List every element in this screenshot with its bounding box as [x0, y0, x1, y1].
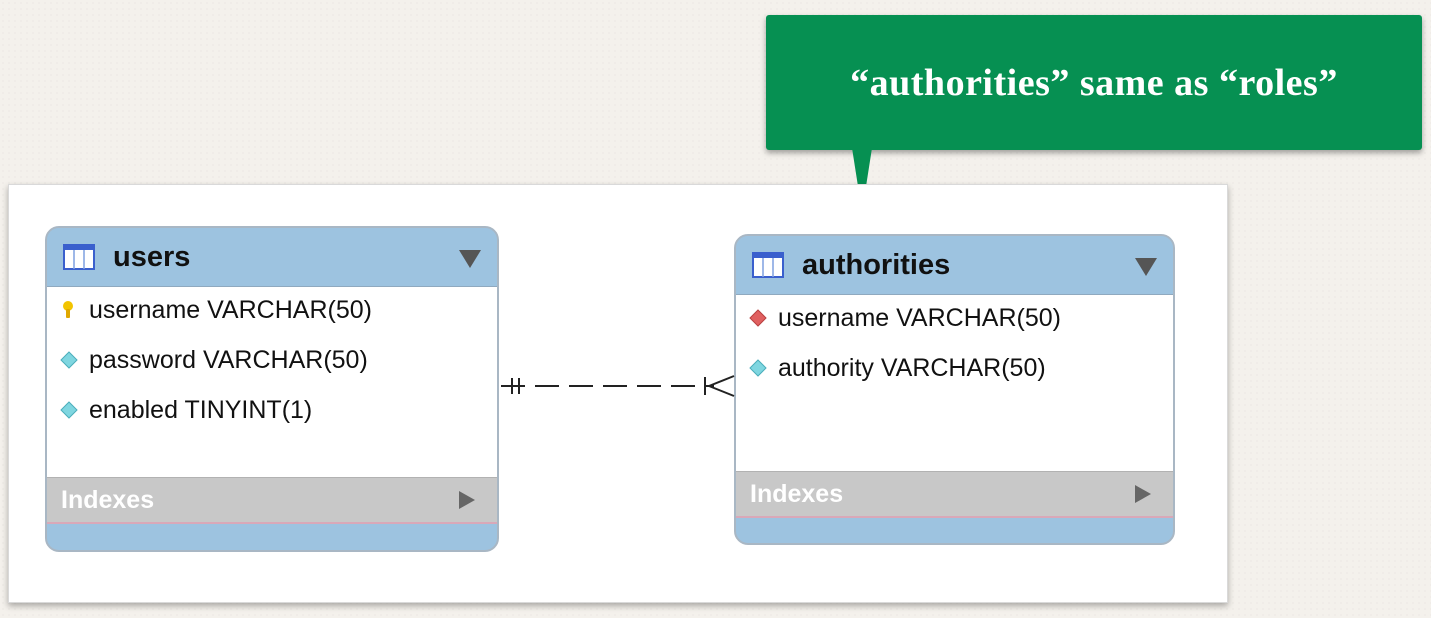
collapse-triangle-icon[interactable] [459, 250, 481, 268]
table-users[interactable]: users username VARCHAR(50) password VARC… [45, 226, 499, 552]
callout-text: “authorities” same as “roles” [850, 61, 1338, 104]
table-header[interactable]: authorities [736, 236, 1173, 294]
indexes-section[interactable]: Indexes [47, 477, 497, 524]
foreign-key-icon [749, 309, 767, 327]
table-icon [752, 252, 784, 278]
table-icon [63, 244, 95, 270]
indexes-label: Indexes [750, 479, 844, 508]
column-row[interactable]: enabled TINYINT(1) [47, 385, 497, 435]
collapse-triangle-icon[interactable] [1135, 258, 1157, 276]
table-title: authorities [802, 248, 951, 281]
table-authorities[interactable]: authorities username VARCHAR(50) authori… [734, 234, 1175, 545]
crows-foot-mark [708, 375, 735, 387]
expand-triangle-icon[interactable] [459, 491, 475, 509]
table-columns: username VARCHAR(50) password VARCHAR(50… [47, 286, 497, 477]
er-diagram-canvas: users username VARCHAR(50) password VARC… [8, 184, 1228, 603]
column-diamond-icon [60, 351, 78, 369]
column-row[interactable]: password VARCHAR(50) [47, 335, 497, 385]
column-row[interactable]: username VARCHAR(50) [736, 293, 1173, 343]
column-label: password VARCHAR(50) [89, 345, 368, 374]
column-label: username VARCHAR(50) [89, 295, 372, 324]
column-label: username VARCHAR(50) [778, 303, 1061, 332]
column-row[interactable]: username VARCHAR(50) [47, 285, 497, 335]
primary-key-icon [63, 301, 73, 318]
indexes-section[interactable]: Indexes [736, 471, 1173, 518]
annotation-callout: “authorities” same as “roles” [766, 15, 1422, 150]
table-header[interactable]: users [47, 228, 497, 286]
column-label: authority VARCHAR(50) [778, 353, 1046, 382]
indexes-label: Indexes [61, 485, 155, 514]
column-diamond-icon [60, 401, 78, 419]
expand-triangle-icon[interactable] [1135, 485, 1151, 503]
table-columns: username VARCHAR(50) authority VARCHAR(5… [736, 294, 1173, 471]
column-diamond-icon [749, 359, 767, 377]
relationship-connector[interactable] [9, 185, 1227, 602]
crows-foot-mark [708, 385, 735, 397]
table-title: users [113, 240, 191, 273]
column-row[interactable]: authority VARCHAR(50) [736, 343, 1173, 393]
column-label: enabled TINYINT(1) [89, 395, 313, 424]
